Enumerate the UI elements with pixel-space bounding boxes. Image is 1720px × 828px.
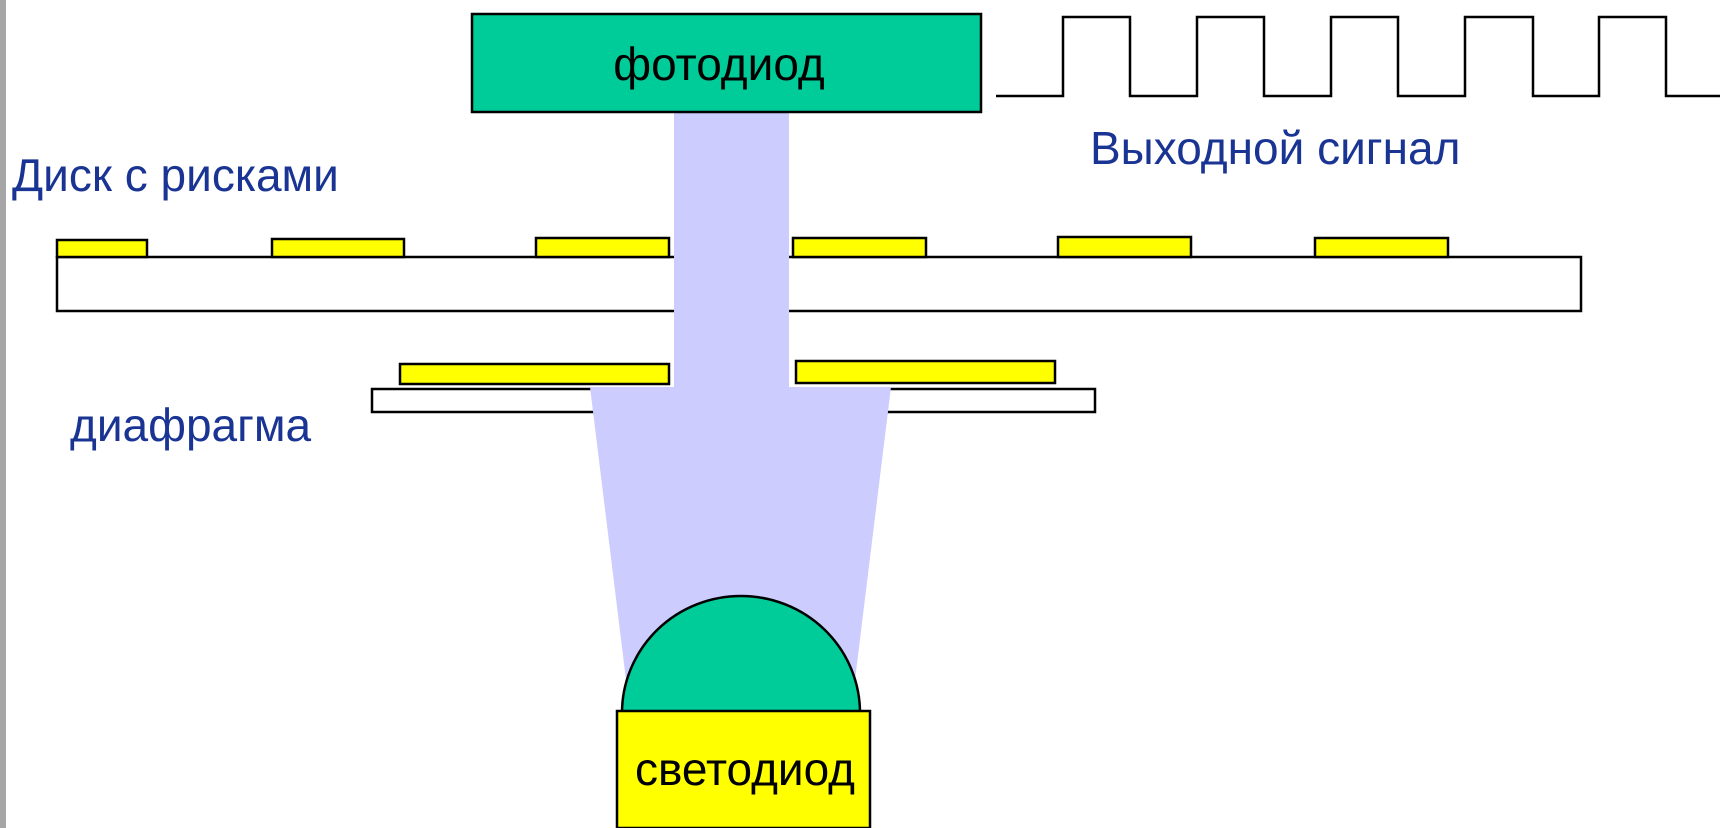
photodiode-body <box>470 12 983 114</box>
disk-mark <box>1056 235 1193 259</box>
light-beam-cone <box>590 387 891 680</box>
output-signal-waveform <box>996 15 1720 98</box>
diaphragm-label: диафрагма <box>70 399 312 451</box>
output-signal-label: Выходной сигнал <box>1090 122 1460 174</box>
disk-mark <box>55 238 149 259</box>
diaphragm-mark <box>794 359 1057 385</box>
disk-body <box>55 255 1583 313</box>
disk-label: Диск с рисками <box>12 149 339 201</box>
photodiode-label: фотодиод <box>613 38 825 90</box>
led: светодиод <box>615 594 872 828</box>
left-border <box>0 0 6 828</box>
disk-mark <box>270 237 406 259</box>
light-beam-column <box>674 112 789 388</box>
led-lens <box>620 594 862 715</box>
light-beam <box>590 112 891 680</box>
photodiode: фотодиод <box>470 12 983 114</box>
disk-mark <box>791 236 928 259</box>
disk-mark <box>534 236 671 259</box>
disk <box>55 235 1583 313</box>
disk-mark <box>1313 236 1450 259</box>
led-body <box>615 709 872 828</box>
diaphragm-mark <box>398 362 671 386</box>
led-label: светодиод <box>635 743 855 795</box>
